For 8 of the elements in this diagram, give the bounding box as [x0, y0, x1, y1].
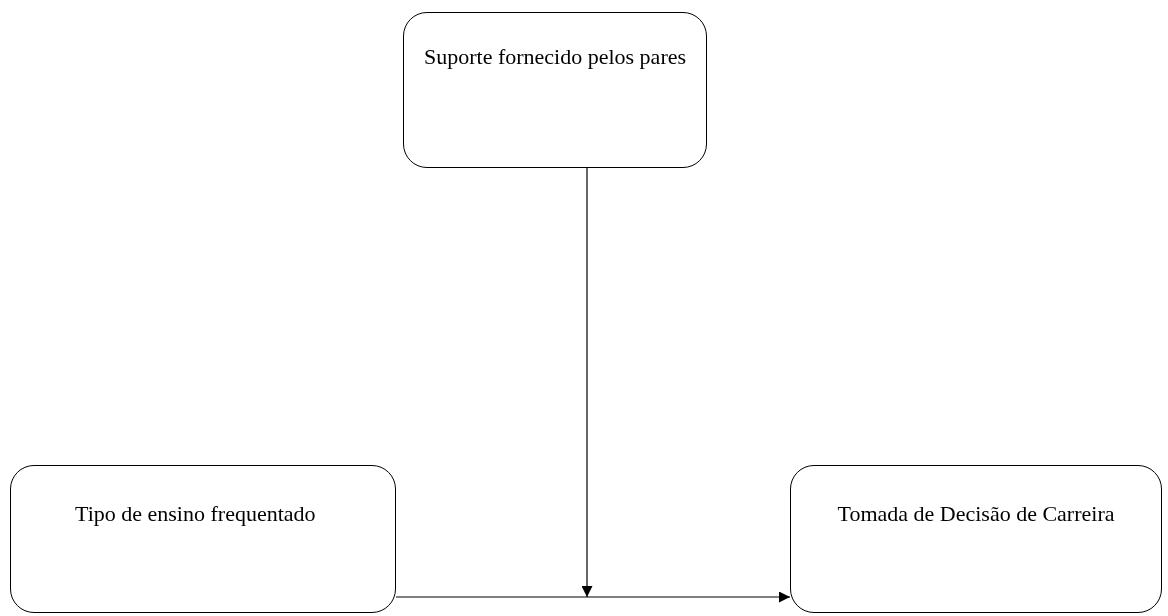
box-label: Suporte fornecido pelos pares — [422, 43, 688, 71]
process-box — [10, 465, 396, 613]
arrow — [581, 167, 593, 598]
process-box — [790, 465, 1162, 613]
process-box — [403, 12, 707, 168]
box-label: Tipo de ensino frequentado — [75, 500, 317, 528]
arrow — [395, 591, 791, 603]
box-label: Tomada de Decisão de Carreira — [836, 500, 1116, 528]
